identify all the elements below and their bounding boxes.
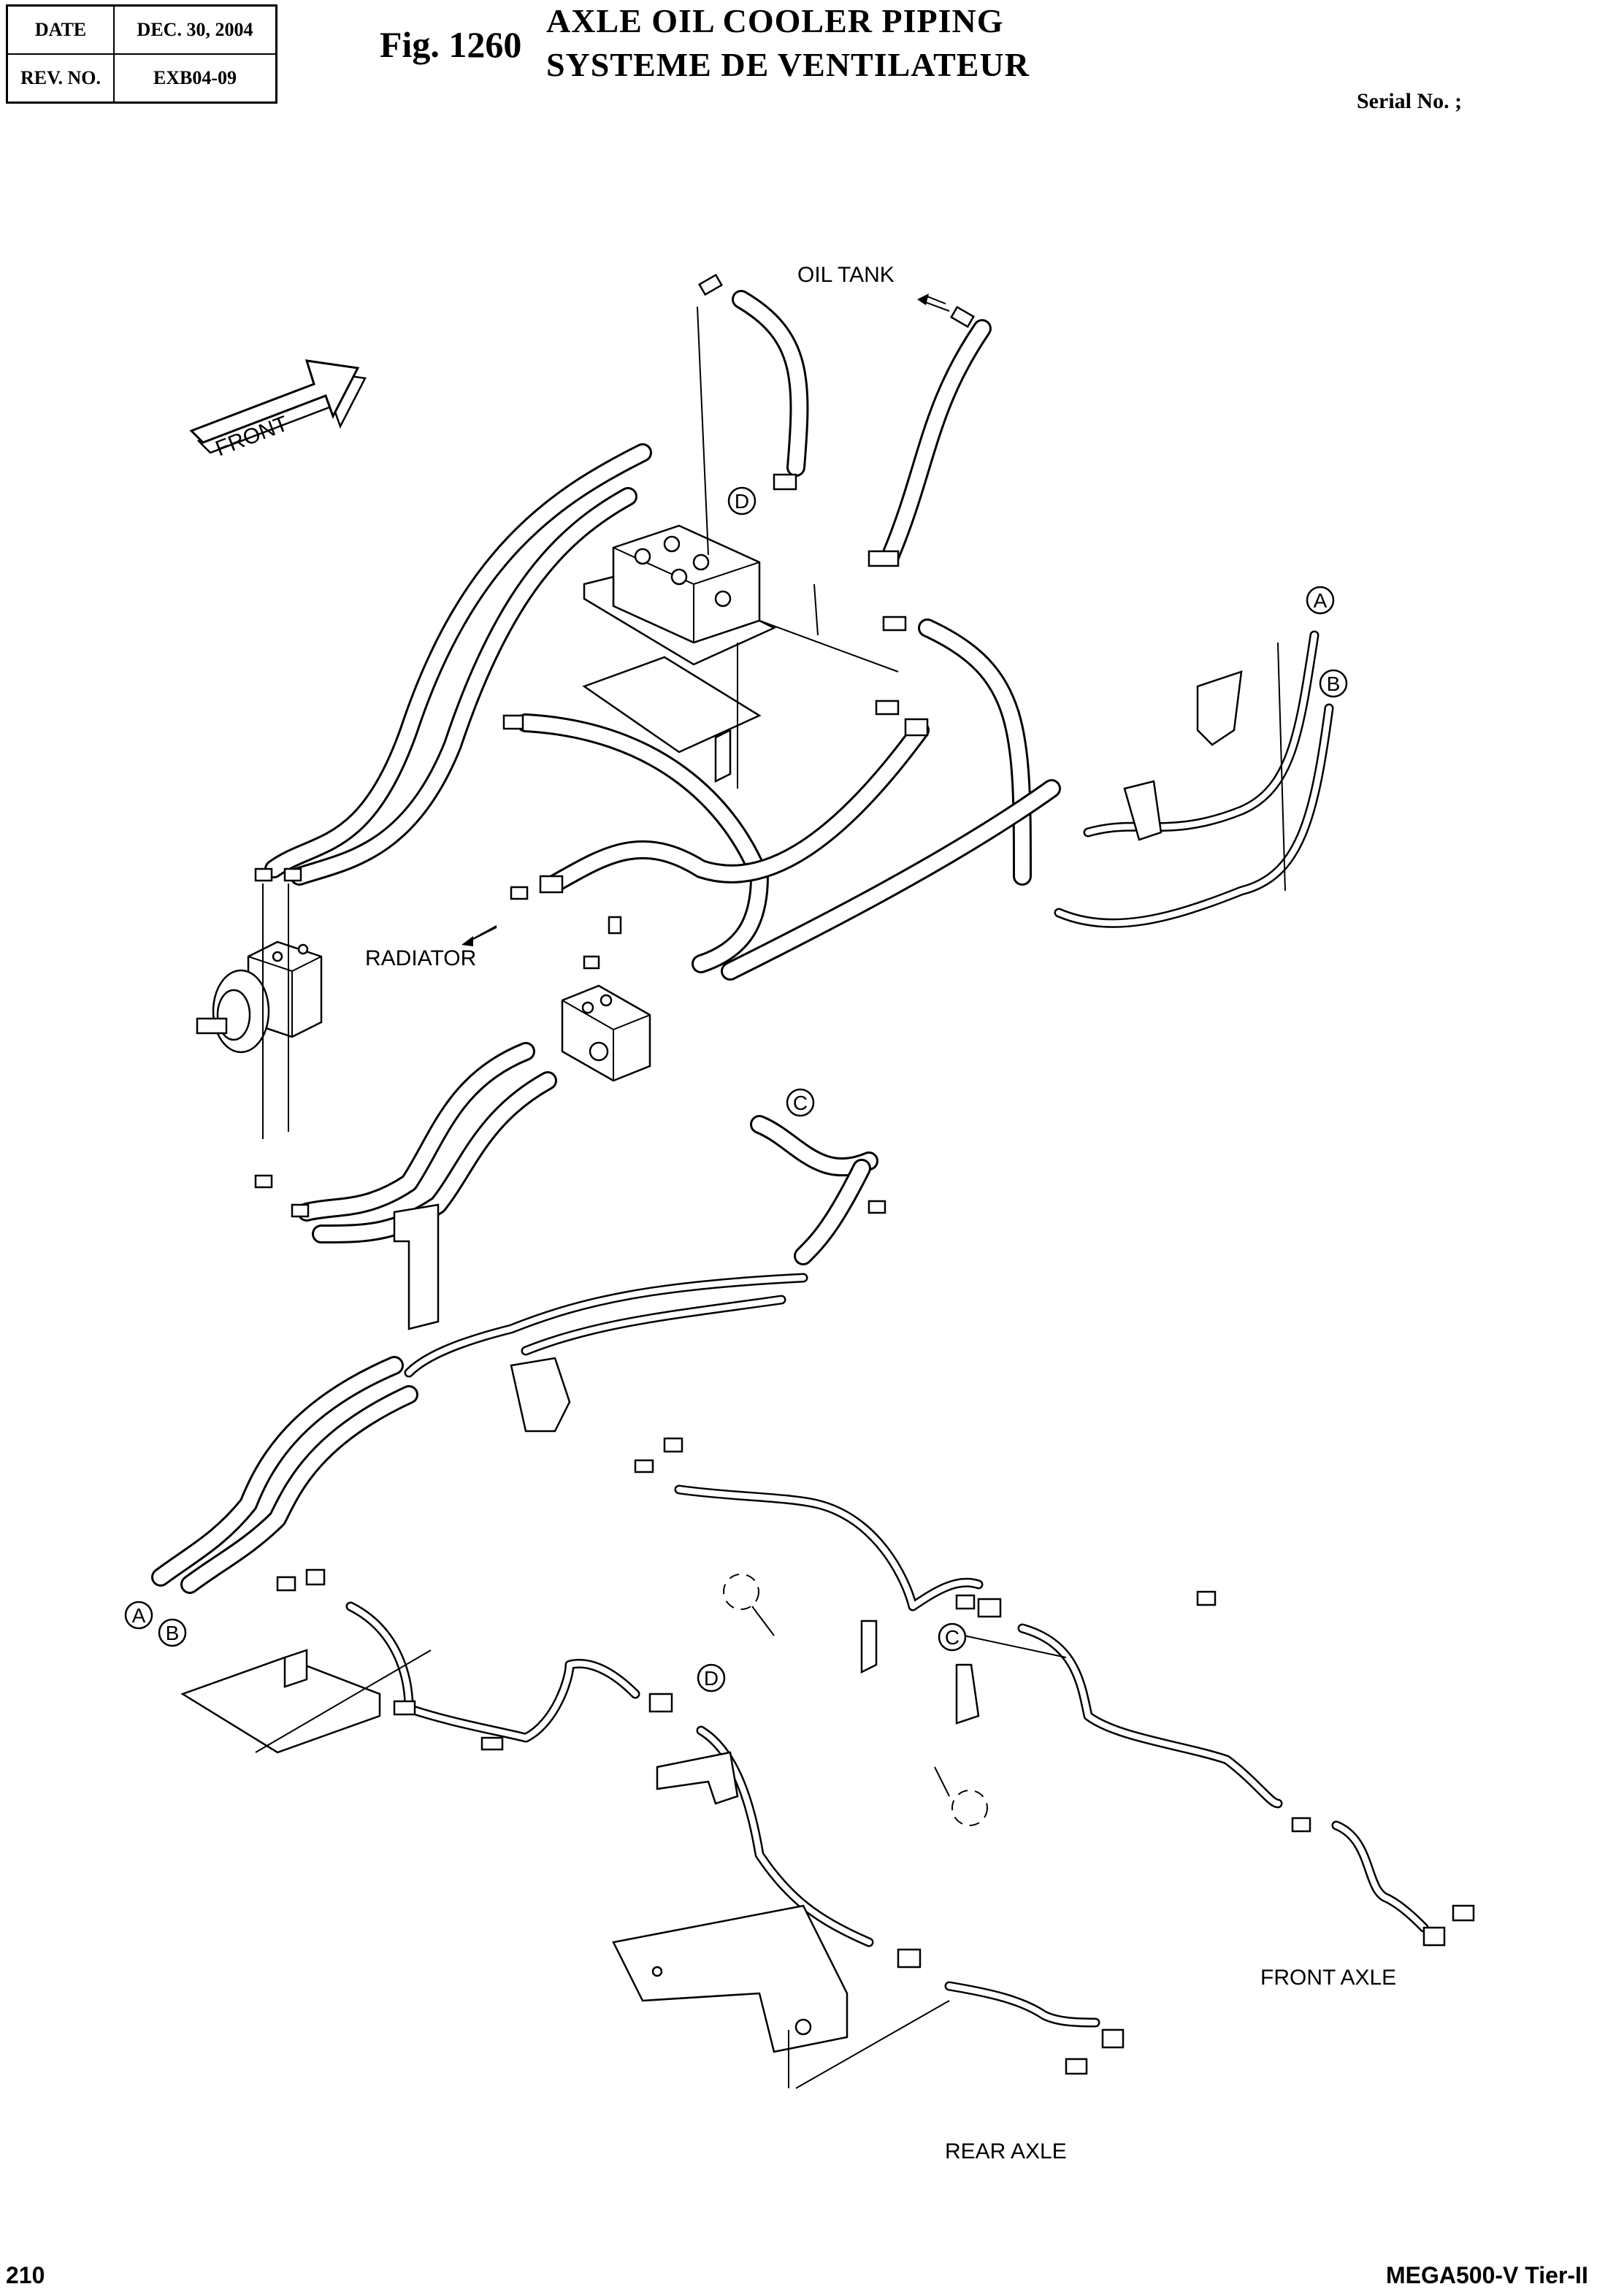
date-value: DEC. 30, 2004 [113, 4, 277, 55]
title-english: AXLE OIL COOLER PIPING [546, 2, 1004, 39]
svg-text:C: C [945, 1626, 960, 1649]
pump [196, 940, 323, 1054]
brackets [180, 670, 1243, 2053]
leader-lines [255, 296, 1286, 2089]
svg-text:C: C [793, 1092, 808, 1114]
svg-text:B: B [1327, 672, 1341, 695]
marker-c-mid: C [786, 1088, 815, 1117]
valve-block [582, 524, 776, 783]
hose-group [151, 290, 1061, 1594]
guide-circle [723, 1574, 759, 1610]
marker-a-bottom: A [124, 1601, 153, 1630]
front-arrow: FRONT [189, 359, 367, 461]
title-french: SYSTEME DE VENTILATEUR [546, 46, 1030, 83]
rev-label: REV. NO. [6, 53, 115, 104]
svg-text:D: D [704, 1667, 719, 1690]
rear-axle-label: REAR AXLE [945, 2139, 1067, 2163]
svg-text:A: A [1314, 589, 1328, 612]
figure-number: Fig. 1260 [380, 24, 522, 65]
radiator-label: RADIATOR [365, 946, 476, 970]
marker-c-bottom: C [938, 1622, 967, 1652]
flow-arrows [461, 294, 950, 946]
rev-value: EXB04-09 [113, 53, 277, 104]
page-number: 210 [6, 2262, 45, 2288]
guide-circle [951, 1790, 988, 1826]
radiator-block [561, 916, 651, 1082]
svg-text:D: D [735, 490, 749, 513]
marker-d-top: D [727, 486, 757, 515]
svg-text:A: A [132, 1604, 146, 1627]
marker-b-top: B [1319, 669, 1348, 698]
revision-table: DATE DEC. 30, 2004 REV. NO. EXB04-09 [6, 4, 277, 104]
front-axle-label: FRONT AXLE [1260, 1966, 1396, 1990]
serial-number: Serial No. ; [1357, 89, 1463, 113]
marker-d-bottom: D [697, 1663, 726, 1693]
date-label: DATE [6, 4, 115, 55]
marker-a-top: A [1306, 586, 1335, 615]
fittings [254, 273, 1475, 2075]
marker-b-bottom: B [158, 1618, 187, 1647]
tube-group [345, 630, 1429, 2028]
model-name: MEGA500-V Tier-II [1386, 2262, 1588, 2288]
oil-tank-label: OIL TANK [797, 263, 895, 287]
svg-text:B: B [166, 1622, 180, 1644]
